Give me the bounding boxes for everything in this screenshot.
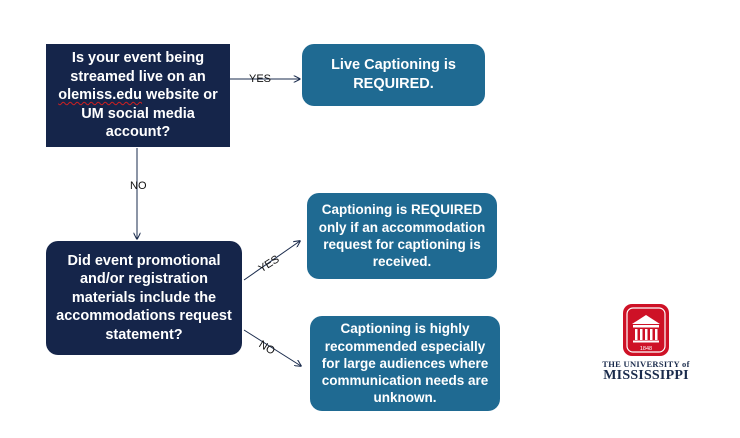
logo-mississippi: MISSISSIPPI <box>603 368 689 383</box>
question-live-stream-text-b: website or UM social media account? <box>81 87 218 141</box>
question-accommodations-text: Did event promotional and/or registratio… <box>56 252 232 343</box>
question-accommodations-statement: Did event promotional and/or registratio… <box>46 241 242 355</box>
logo-the-university: THE UNIVERSITY of <box>602 359 690 369</box>
question-live-stream-text-a: Is your event being streamed live on an <box>70 50 206 85</box>
result-captioning-recommended-text: Captioning is highly recommended especia… <box>321 321 489 406</box>
arrow-q2-to-r2 <box>243 241 300 281</box>
edge-label-yes-1: YES <box>249 73 271 85</box>
university-logo: 1848 THE UNIVERSITY of MISSISSIPPI <box>590 300 702 385</box>
arrow-q2-to-r3 <box>243 329 301 366</box>
result-live-captioning-required: Live Captioning is REQUIRED. <box>302 44 485 106</box>
result-captioning-on-request-text: Captioning is REQUIRED only if an accomm… <box>318 202 486 270</box>
result-live-captioning-text: Live Captioning is REQUIRED. <box>331 57 456 92</box>
question-live-stream: Is your event being streamed live on an … <box>46 44 230 147</box>
result-captioning-on-request: Captioning is REQUIRED only if an accomm… <box>307 193 497 279</box>
edge-label-no-2: NO <box>257 339 278 358</box>
seal-year: 1848 <box>640 346 652 352</box>
lyceum-seal-icon: 1848 <box>623 304 669 356</box>
olemiss-link-text: olemiss.edu <box>58 87 143 104</box>
edge-label-no-1: NO <box>130 180 147 192</box>
result-captioning-recommended: Captioning is highly recommended especia… <box>310 316 500 411</box>
